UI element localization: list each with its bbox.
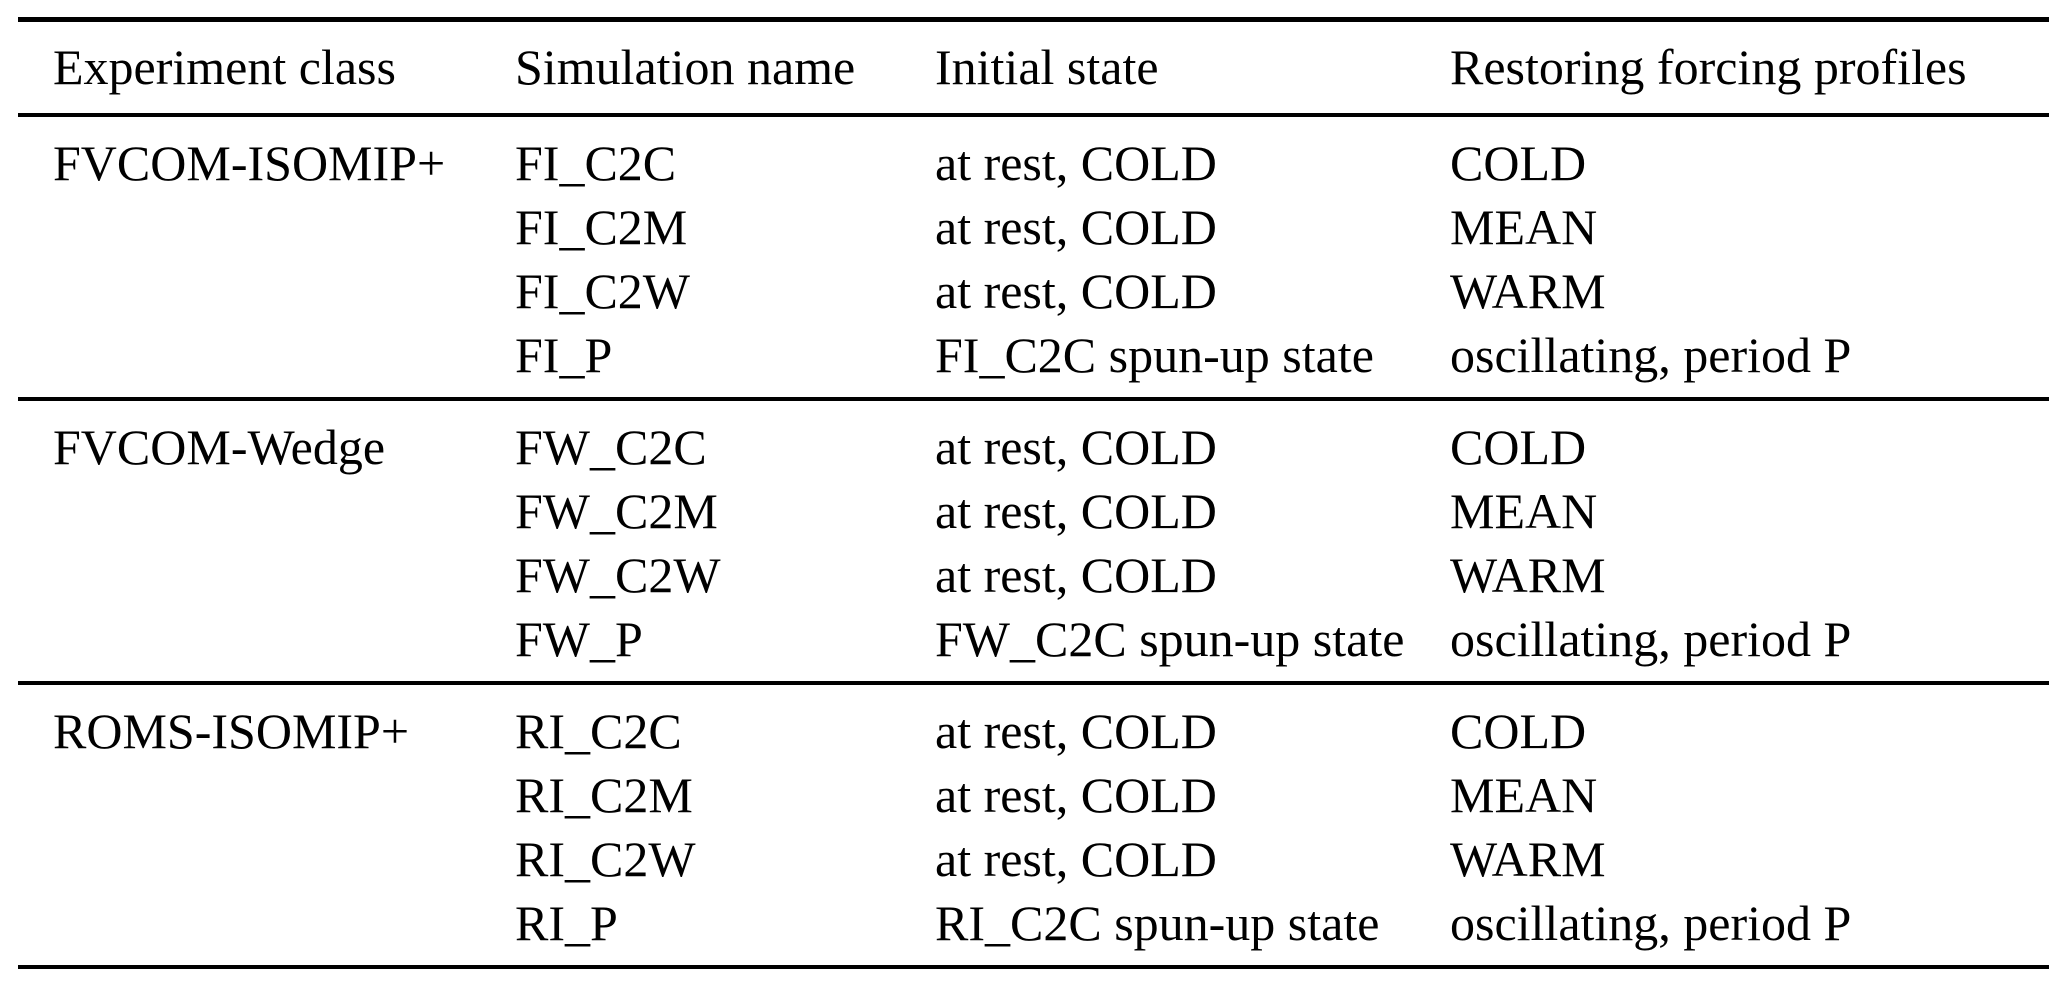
simulation-name-cell: FW_P (515, 610, 643, 667)
experiment-class-cell (18, 827, 515, 891)
restoring-forcing-cell: oscillating, period P (1450, 894, 1852, 951)
initial-state-cell: at rest, COLD (935, 830, 1217, 887)
column-header-simulation-name: Simulation name (515, 39, 856, 95)
experiment-class-cell: ROMS-ISOMIP+ (53, 702, 410, 759)
initial-state-cell: at rest, COLD (935, 482, 1217, 539)
simulation-name-cell: RI_P (515, 894, 618, 951)
experiment-class-cell: FVCOM-ISOMIP+ (53, 134, 446, 191)
experiment-class-cell: FVCOM-Wedge (53, 418, 386, 475)
table-row: FW_C2M at rest, COLD MEAN (18, 479, 2049, 543)
experiment-class-cell (18, 763, 515, 827)
experiment-class-cell (18, 479, 515, 543)
simulation-name-cell: RI_C2C (515, 702, 682, 759)
simulation-name-cell: FW_C2M (515, 482, 718, 539)
simulation-name-cell: FW_C2W (515, 546, 721, 603)
initial-state-cell: at rest, COLD (935, 702, 1217, 759)
restoring-forcing-cell: oscillating, period P (1450, 326, 1852, 383)
table-row: ROMS-ISOMIP+ RI_C2C at rest, COLD COLD (18, 683, 2049, 763)
table-row: RI_P RI_C2C spun-up state oscillating, p… (18, 891, 2049, 967)
table-row: FVCOM-Wedge FW_C2C at rest, COLD COLD (18, 399, 2049, 479)
simulation-name-cell: FI_C2W (515, 262, 690, 319)
initial-state-cell: at rest, COLD (935, 262, 1217, 319)
group-fvcom-isomip: FVCOM-ISOMIP+ FI_C2C at rest, COLD COLD … (18, 115, 2049, 399)
table-row: FI_C2M at rest, COLD MEAN (18, 195, 2049, 259)
experiment-class-cell (18, 323, 515, 399)
header-row: Experiment class Simulation name Initial… (18, 20, 2049, 116)
restoring-forcing-cell: MEAN (1450, 198, 1598, 255)
restoring-forcing-cell: COLD (1450, 134, 1587, 191)
simulation-name-cell: FW_C2C (515, 418, 707, 475)
restoring-forcing-cell: MEAN (1450, 482, 1598, 539)
initial-state-cell: at rest, COLD (935, 418, 1217, 475)
simulation-name-cell: RI_C2M (515, 766, 693, 823)
experiment-class-cell (18, 607, 515, 683)
column-header-restoring-forcing-profiles: Restoring forcing profiles (1450, 39, 1967, 95)
experiments-table: Experiment class Simulation name Initial… (18, 17, 2049, 969)
initial-state-cell: at rest, COLD (935, 546, 1217, 603)
restoring-forcing-cell: WARM (1450, 546, 1606, 603)
initial-state-cell: at rest, COLD (935, 766, 1217, 823)
experiment-class-cell (18, 543, 515, 607)
table-row: RI_C2M at rest, COLD MEAN (18, 763, 2049, 827)
group-fvcom-wedge: FVCOM-Wedge FW_C2C at rest, COLD COLD FW… (18, 399, 2049, 683)
initial-state-cell: FW_C2C spun-up state (935, 610, 1405, 667)
restoring-forcing-cell: MEAN (1450, 766, 1598, 823)
group-roms-isomip: ROMS-ISOMIP+ RI_C2C at rest, COLD COLD R… (18, 683, 2049, 967)
simulation-name-cell: RI_C2W (515, 830, 696, 887)
table-header: Experiment class Simulation name Initial… (18, 20, 2049, 116)
restoring-forcing-cell: WARM (1450, 830, 1606, 887)
experiment-class-cell (18, 259, 515, 323)
initial-state-cell: RI_C2C spun-up state (935, 894, 1380, 951)
initial-state-cell: FI_C2C spun-up state (935, 326, 1374, 383)
restoring-forcing-cell: COLD (1450, 702, 1587, 759)
initial-state-cell: at rest, COLD (935, 134, 1217, 191)
restoring-forcing-cell: WARM (1450, 262, 1606, 319)
experiment-class-cell (18, 891, 515, 967)
simulation-name-cell: FI_C2M (515, 198, 688, 255)
table-row: FVCOM-ISOMIP+ FI_C2C at rest, COLD COLD (18, 115, 2049, 195)
table-row: FI_P FI_C2C spun-up state oscillating, p… (18, 323, 2049, 399)
simulation-name-cell: FI_C2C (515, 134, 677, 191)
column-header-experiment-class: Experiment class (53, 39, 396, 95)
table-row: FI_C2W at rest, COLD WARM (18, 259, 2049, 323)
simulation-name-cell: FI_P (515, 326, 613, 383)
experiment-class-cell (18, 195, 515, 259)
table-row: RI_C2W at rest, COLD WARM (18, 827, 2049, 891)
restoring-forcing-cell: oscillating, period P (1450, 610, 1852, 667)
initial-state-cell: at rest, COLD (935, 198, 1217, 255)
table-row: FW_P FW_C2C spun-up state oscillating, p… (18, 607, 2049, 683)
restoring-forcing-cell: COLD (1450, 418, 1587, 475)
column-header-initial-state: Initial state (935, 39, 1159, 95)
table-row: FW_C2W at rest, COLD WARM (18, 543, 2049, 607)
